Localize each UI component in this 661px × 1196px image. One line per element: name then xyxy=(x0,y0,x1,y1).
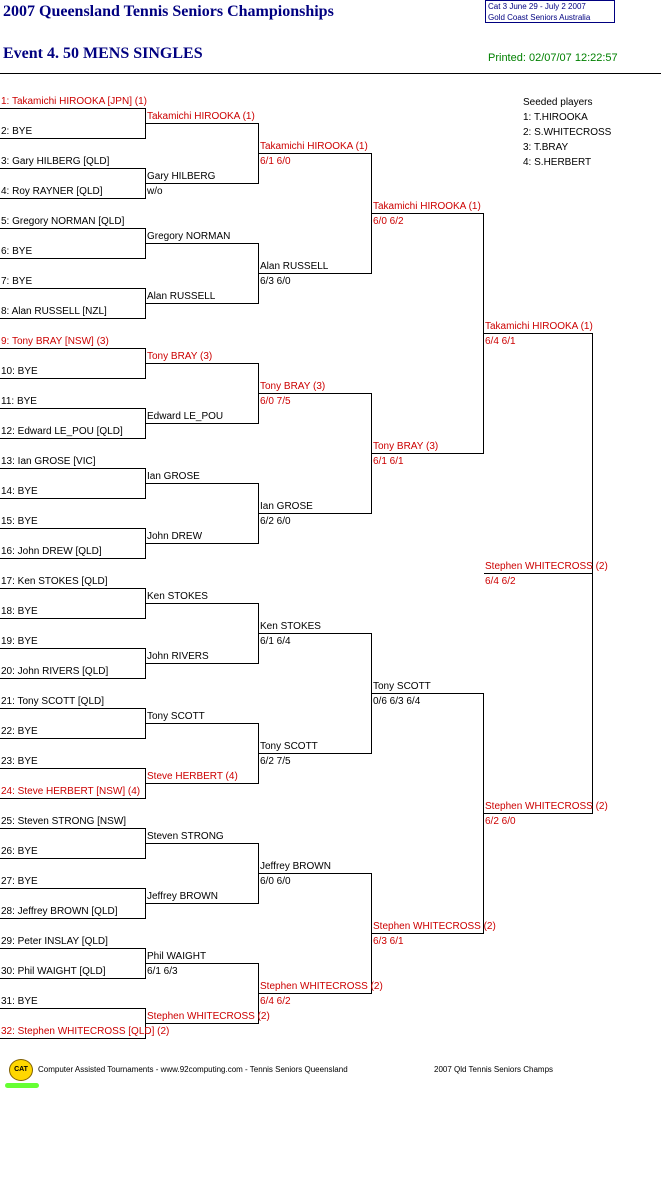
match-winner: Steve HERBERT (4) xyxy=(147,770,238,782)
match-winner: Jeffrey BROWN xyxy=(260,860,331,872)
match-winner: Takamichi HIROOKA (1) xyxy=(485,320,593,332)
draw-entry: 7: BYE xyxy=(1,275,33,287)
draw-entry: 9: Tony BRAY [NSW] (3) xyxy=(1,335,109,347)
match-score: 6/1 6/4 xyxy=(260,635,291,647)
match-winner: Tony BRAY (3) xyxy=(260,380,326,392)
match-score: 6/2 6/0 xyxy=(260,515,291,527)
seeded-players-list: Seeded players 1: T.HIROOKA 2: S.WHITECR… xyxy=(523,95,611,170)
printed-timestamp: Printed: 02/07/07 12:22:57 xyxy=(488,52,618,64)
seeded-players-title: Seeded players xyxy=(523,97,593,108)
draw-entry: 5: Gregory NORMAN [QLD] xyxy=(1,215,125,227)
match-winner: Ken STOKES xyxy=(260,620,321,632)
draw-entry: 31: BYE xyxy=(1,995,38,1007)
match-winner: Tony SCOTT xyxy=(260,740,318,752)
match-winner: Stephen WHITECROSS (2) xyxy=(147,1010,270,1022)
match-score: w/o xyxy=(147,185,163,197)
match-winner: Gregory NORMAN xyxy=(147,230,231,242)
match-winner: Steven STRONG xyxy=(147,830,224,842)
match-winner: Takamichi HIROOKA (1) xyxy=(147,110,255,122)
match-score: 6/1 6/0 xyxy=(260,155,291,167)
draw-entry: 4: Roy RAYNER [QLD] xyxy=(1,185,103,197)
match-score: 6/4 6/2 xyxy=(260,995,291,1007)
match-winner: Ken STOKES xyxy=(147,590,208,602)
match-winner: Stephen WHITECROSS (2) xyxy=(260,980,383,992)
draw-entry: 20: John RIVERS [QLD] xyxy=(1,665,109,677)
seed-item: 1: T.HIROOKA xyxy=(523,112,588,123)
draw-entry: 23: BYE xyxy=(1,755,38,767)
draw-entry: 11: BYE xyxy=(1,395,37,407)
match-winner: Ian GROSE xyxy=(147,470,200,482)
match-score: 6/1 6/1 xyxy=(373,455,404,467)
match-winner: Tony SCOTT xyxy=(147,710,205,722)
draw-entry: 1: Takamichi HIROOKA [JPN] (1) xyxy=(1,95,147,107)
match-winner: Ian GROSE xyxy=(260,500,313,512)
draw-entry: 16: John DREW [QLD] xyxy=(1,545,102,557)
logo-underline xyxy=(5,1083,39,1088)
seed-item: 4: S.HERBERT xyxy=(523,157,592,168)
draw-entry: 25: Steven STRONG [NSW] xyxy=(1,815,127,827)
match-score: 0/6 6/3 6/4 xyxy=(373,695,421,707)
tournament-title: 2007 Queensland Tennis Seniors Champions… xyxy=(3,3,334,20)
draw-entry: 2: BYE xyxy=(1,125,33,137)
category-box: Cat 3 June 29 - July 2 2007 Gold Coast S… xyxy=(485,0,615,23)
match-winner: Tony BRAY (3) xyxy=(147,350,213,362)
match-winner: Stephen WHITECROSS (2) xyxy=(373,920,496,932)
match-winner: Stephen WHITECROSS (2) xyxy=(485,800,608,812)
match-winner: Alan RUSSELL xyxy=(260,260,329,272)
draw-entry: 28: Jeffrey BROWN [QLD] xyxy=(1,905,118,917)
match-winner: Phil WAIGHT xyxy=(147,950,207,962)
match-winner: Tony SCOTT xyxy=(373,680,431,692)
seed-item: 2: S.WHITECROSS xyxy=(523,127,612,138)
footer-credits: Computer Assisted Tournaments - www.92co… xyxy=(38,1065,348,1074)
draw-entry: 15: BYE xyxy=(1,515,38,527)
draw-entry: 6: BYE xyxy=(1,245,33,257)
final-score: 6/4 6/2 xyxy=(485,575,516,587)
match-winner: John DREW xyxy=(147,530,203,542)
match-score: 6/1 6/3 xyxy=(147,965,178,977)
draw-entry: 30: Phil WAIGHT [QLD] xyxy=(1,965,106,977)
draw-entry: 17: Ken STOKES [QLD] xyxy=(1,575,108,587)
category-line-2: Gold Coast Seniors Australia xyxy=(488,13,591,22)
draw-entry: 32: Stephen WHITECROSS [QLD] (2) xyxy=(1,1025,170,1037)
match-winner: John RIVERS xyxy=(147,650,209,662)
match-winner: Tony BRAY (3) xyxy=(373,440,439,452)
draw-entry: 27: BYE xyxy=(1,875,38,887)
match-score: 6/2 7/5 xyxy=(260,755,291,767)
draw-entry: 14: BYE xyxy=(1,485,38,497)
match-score: 6/0 7/5 xyxy=(260,395,291,407)
match-winner: Takamichi HIROOKA (1) xyxy=(373,200,481,212)
footer-event-name: 2007 Qld Tennis Seniors Champs xyxy=(434,1065,554,1074)
match-score: 6/0 6/2 xyxy=(373,215,404,227)
match-score: 6/2 6/0 xyxy=(485,815,516,827)
event-title: Event 4. 50 MENS SINGLES xyxy=(3,45,203,62)
draw-entry: 21: Tony SCOTT [QLD] xyxy=(1,695,105,707)
match-winner: Alan RUSSELL xyxy=(147,290,216,302)
match-score: 6/0 6/0 xyxy=(260,875,291,887)
draw-entry: 26: BYE xyxy=(1,845,38,857)
seed-item: 3: T.BRAY xyxy=(523,142,569,153)
draw-entry: 10: BYE xyxy=(1,365,38,377)
tournament-winner: Stephen WHITECROSS (2) xyxy=(485,560,608,572)
match-winner: Takamichi HIROOKA (1) xyxy=(260,140,368,152)
cat-logo: CAT xyxy=(9,1059,33,1081)
draw-entry: 22: BYE xyxy=(1,725,38,737)
draw-entry: 3: Gary HILBERG [QLD] xyxy=(1,155,110,167)
match-score: 6/3 6/1 xyxy=(373,935,404,947)
draw-entry: 24: Steve HERBERT [NSW] (4) xyxy=(1,785,141,797)
match-winner: Gary HILBERG xyxy=(147,170,216,182)
draw-entry: 12: Edward LE_POU [QLD] xyxy=(1,425,123,437)
draw-entry: 13: Ian GROSE [VIC] xyxy=(1,455,96,467)
match-score: 6/3 6/0 xyxy=(260,275,291,287)
draw-entry: 19: BYE xyxy=(1,635,38,647)
draw-entry: 29: Peter INSLAY [QLD] xyxy=(1,935,108,947)
match-winner: Edward LE_POU xyxy=(147,410,224,422)
match-winner: Jeffrey BROWN xyxy=(147,890,218,902)
category-line-1: Cat 3 June 29 - July 2 2007 xyxy=(488,2,586,11)
draw-entry: 18: BYE xyxy=(1,605,38,617)
draw-entry: 8: Alan RUSSELL [NZL] xyxy=(1,305,107,317)
match-score: 6/4 6/1 xyxy=(485,335,516,347)
header-divider xyxy=(0,73,661,74)
